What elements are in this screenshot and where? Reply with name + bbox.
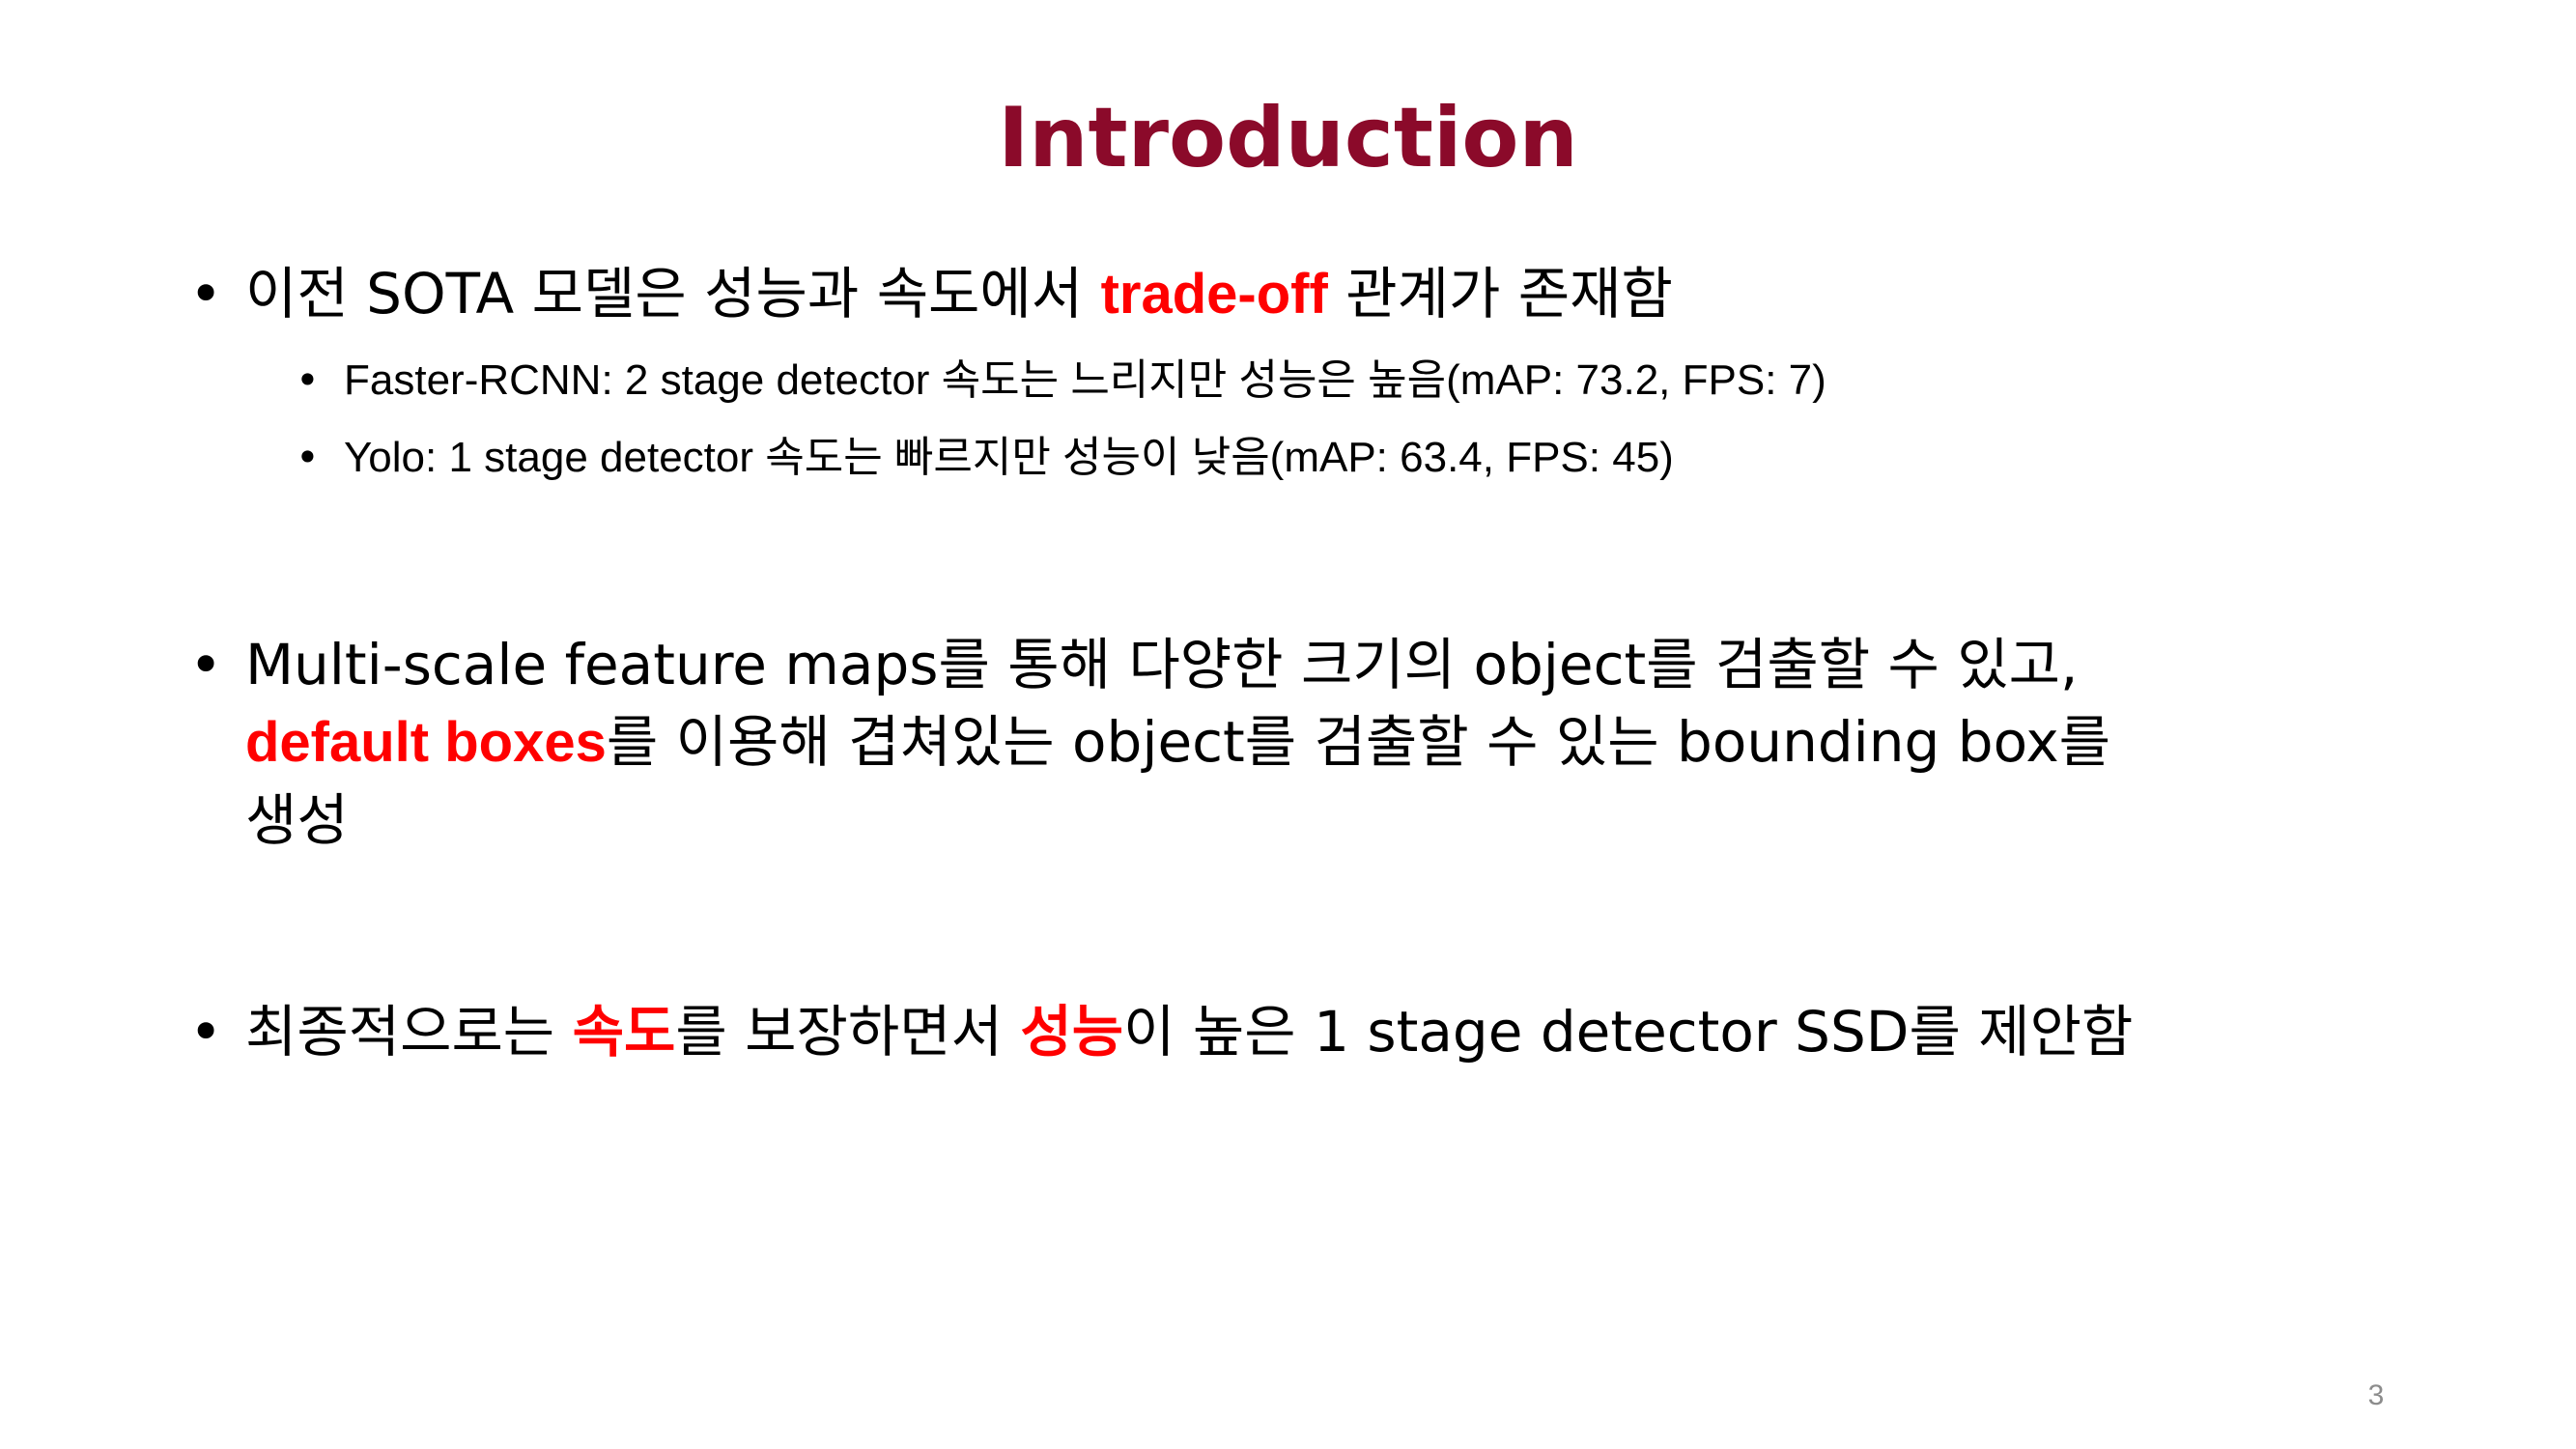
sub-bullet-dot: • — [296, 434, 320, 481]
bullet-line-2-post: 를 이용해 겹쳐있는 object를 검출할 수 있는 bounding box… — [606, 709, 2111, 775]
bullet-line-2: default boxes를 이용해 겹쳐있는 object를 검출할 수 있는… — [245, 703, 2399, 781]
bullet-text-pre: 최종적으로는 — [245, 999, 573, 1065]
sub-bullet-text: Faster-RCNN: 2 stage detector 속도는 느리지만 성… — [344, 356, 1826, 404]
sub-bullet-dot: • — [296, 356, 320, 404]
bullet-line-3: 생성 — [245, 787, 349, 853]
bullet-dot: • — [189, 261, 223, 327]
bullet-line-1: Multi-scale feature maps를 통해 다양한 크기의 obj… — [245, 632, 2079, 697]
highlight-default-boxes: default boxes — [245, 711, 607, 774]
bullet-text-post: 이 높은 1 stage detector SSD를 제안함 — [1123, 999, 2134, 1065]
bullet-text: Multi-scale feature maps를 통해 다양한 크기의 obj… — [245, 626, 2399, 859]
page-number: 3 — [2367, 1379, 2385, 1411]
sub-bullet-text: Yolo: 1 stage detector 속도는 빠르지만 성능이 낮음(m… — [344, 434, 1674, 481]
bullet-text-post: 관계가 존재함 — [1327, 261, 1673, 327]
bullet-text-mid: 를 보장하면서 — [675, 999, 1021, 1065]
highlight-trade-off: trade-off — [1100, 263, 1328, 326]
bullet-text-pre: 이전 SOTA 모델은 성능과 속도에서 — [245, 261, 1101, 327]
bullet-dot: • — [189, 632, 223, 697]
bullet-dot: • — [189, 999, 223, 1065]
bullet-text: 최종적으로는 속도를 보장하면서 성능이 높은 1 stage detector… — [245, 993, 2399, 1070]
bullet-text: 이전 SOTA 모델은 성능과 속도에서 trade-off 관계가 존재함 — [245, 255, 2399, 333]
highlight-performance: 성능 — [1020, 999, 1124, 1065]
slide-title: Introduction — [998, 90, 1578, 186]
highlight-speed: 속도 — [572, 999, 676, 1065]
